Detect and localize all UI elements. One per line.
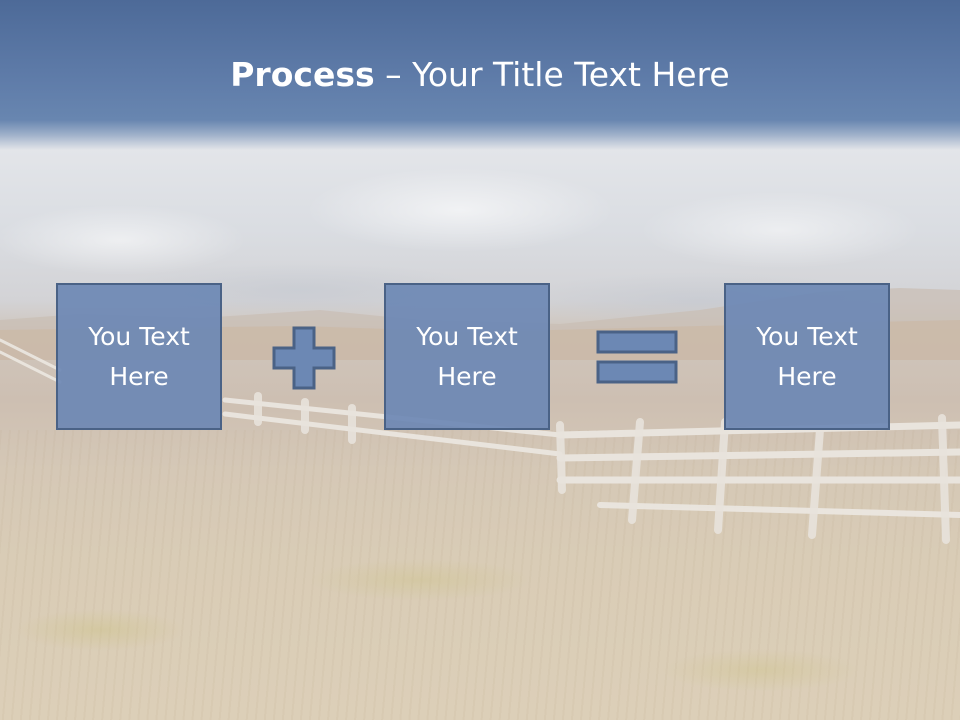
process-step-text-2: You Text Here xyxy=(416,321,518,391)
process-step-box-2: You Text Here xyxy=(384,283,550,430)
title-bold-text: Process xyxy=(230,55,375,94)
plus-icon xyxy=(272,326,336,390)
process-step-text-3: You Text Here xyxy=(756,321,858,391)
equals-icon xyxy=(596,330,678,384)
title-rest-text: – Your Title Text Here xyxy=(374,55,730,94)
process-step-text-1: You Text Here xyxy=(88,321,190,391)
process-step-box-1: You Text Here xyxy=(56,283,222,430)
slide-title: Process – Your Title Text Here xyxy=(0,52,960,98)
process-step-box-3: You Text Here xyxy=(724,283,890,430)
title-band xyxy=(0,0,960,150)
